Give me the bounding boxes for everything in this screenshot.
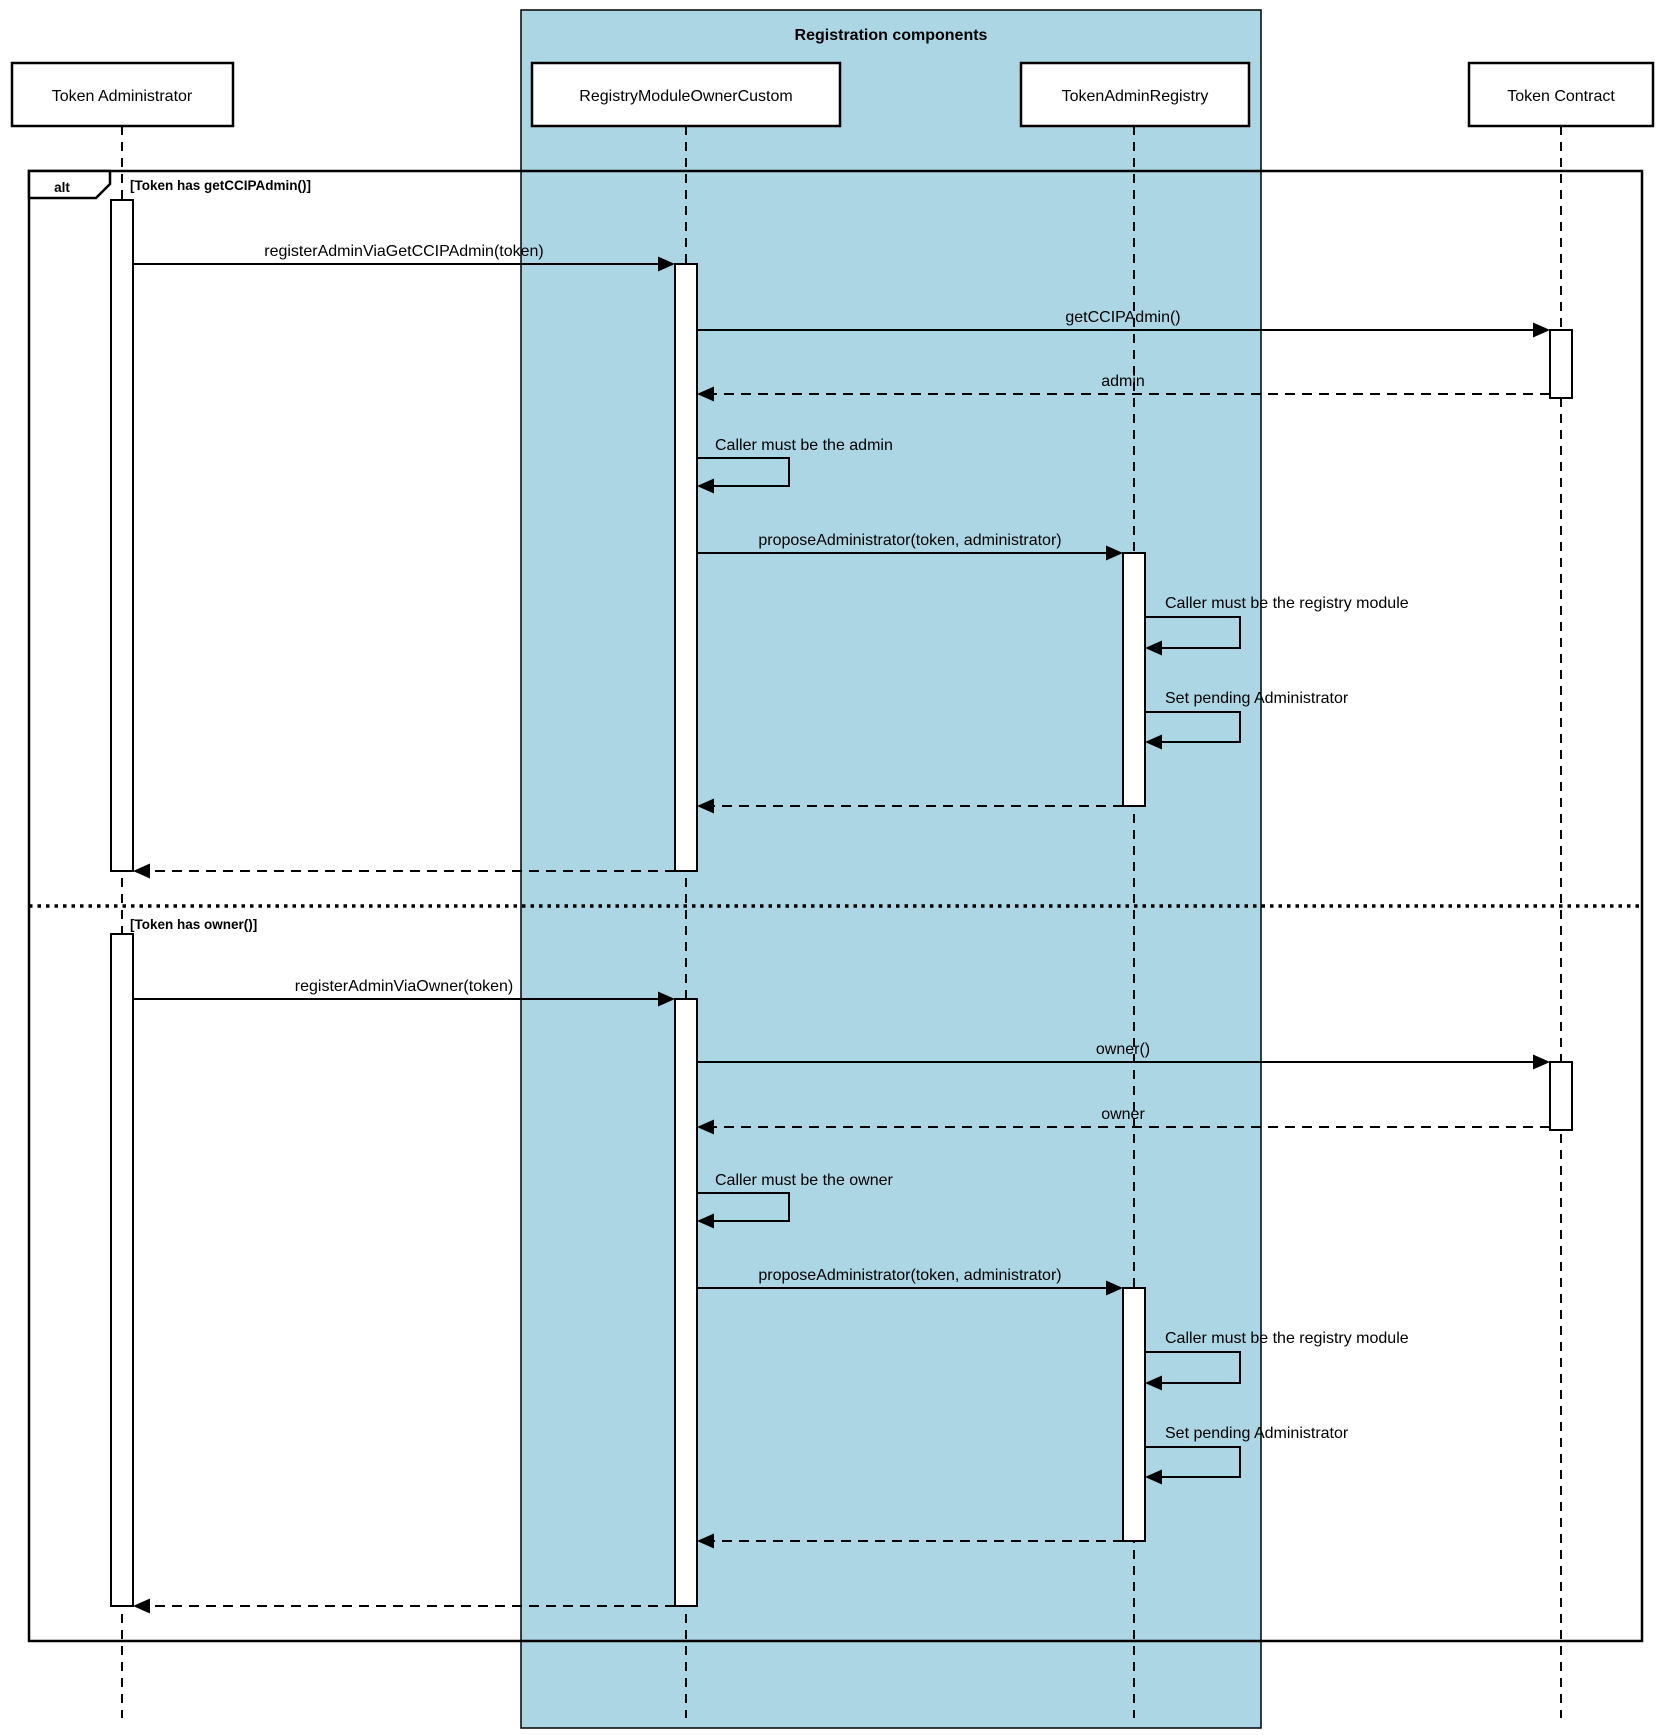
message-registerAdminViaGetCCIPAdmin: registerAdminViaGetCCIPAdmin(token): [133, 243, 675, 272]
guard-label-1: [Token has getCCIPAdmin()]: [130, 178, 311, 193]
activation-token-contract-1: [1549, 329, 1573, 399]
self-message-label: Caller must be the registry module: [1165, 595, 1409, 612]
participant-box: [10, 61, 235, 128]
self-message-label: Set pending Administrator: [1165, 690, 1349, 707]
self-message-caller-must-be-registry-module-1: Caller must be the registry module: [1145, 595, 1409, 656]
arrowhead: [1145, 734, 1162, 750]
participant-box: [530, 61, 842, 128]
arrowhead: [697, 1213, 714, 1229]
self-message-loop: [1145, 1351, 1241, 1384]
participant-label: Token Administrator: [52, 88, 193, 105]
arrowhead: [697, 1533, 714, 1549]
message-proposeAdministrator-2: proposeAdministrator(token, administrato…: [697, 1267, 1123, 1296]
participant-token-admin-registry: TokenAdminRegistry: [1019, 61, 1251, 128]
activation-registry-module-1: [674, 263, 698, 872]
arrowhead: [133, 863, 150, 879]
activation-token-administrator-2: [110, 933, 134, 1607]
self-message-caller-must-be-registry-module-2: Caller must be the registry module: [1145, 1330, 1409, 1391]
message-owner: owner(): [697, 1041, 1550, 1070]
registration-components-container: [520, 9, 1262, 1729]
arrowhead: [658, 256, 675, 272]
return-label: admin: [1101, 373, 1145, 390]
self-message-loop: [1145, 616, 1241, 649]
arrowhead: [1145, 640, 1162, 656]
message-label: registerAdminViaOwner(token): [295, 978, 513, 995]
arrowhead: [1106, 1280, 1123, 1296]
arrowhead: [658, 991, 675, 1007]
self-message-loop: [1145, 1446, 1241, 1478]
participant-token-contract: Token Contract: [1467, 61, 1655, 128]
activation-registry-module-2: [674, 998, 698, 1607]
participant-label: Token Contract: [1507, 88, 1615, 105]
participant-box: [1467, 61, 1655, 128]
alt-operator-pentagon: [27, 169, 112, 200]
return-admin: admin: [697, 373, 1550, 402]
activation-token-administrator-1: [110, 199, 134, 872]
participant-registry-module-owner-custom: RegistryModuleOwnerCustom: [530, 61, 842, 128]
container-title: Registration components: [795, 27, 988, 44]
arrowhead: [1145, 1469, 1162, 1485]
self-message-label: Caller must be the registry module: [1165, 1330, 1409, 1347]
return-tar-to-rmoc-1: [697, 798, 1123, 814]
message-registerAdminViaOwner: registerAdminViaOwner(token): [133, 978, 675, 1007]
arrowhead: [697, 386, 714, 402]
arrowhead: [1533, 1054, 1550, 1070]
message-label: getCCIPAdmin(): [1065, 309, 1180, 326]
self-message-label: Set pending Administrator: [1165, 1425, 1349, 1442]
participant-label: TokenAdminRegistry: [1062, 88, 1209, 105]
participant-token-administrator: Token Administrator: [10, 61, 235, 128]
arrowhead: [697, 798, 714, 814]
self-message-caller-must-be-admin: Caller must be the admin: [697, 437, 893, 494]
self-message-loop: [697, 457, 790, 487]
return-tar-to-rmoc-2: [697, 1533, 1123, 1549]
arrowhead: [1145, 1375, 1162, 1391]
participant-label: RegistryModuleOwnerCustom: [579, 88, 792, 105]
self-message-set-pending-administrator-1: Set pending Administrator: [1145, 690, 1349, 750]
self-message-label: Caller must be the owner: [715, 1172, 894, 1189]
participant-box: [1019, 61, 1251, 128]
activation-token-admin-registry-2: [1122, 1287, 1146, 1542]
return-rmoc-to-ta-2: [133, 1598, 675, 1614]
return-label: owner: [1101, 1106, 1145, 1123]
arrowhead: [133, 1598, 150, 1614]
self-message-label: Caller must be the admin: [715, 437, 893, 454]
return-owner: owner: [697, 1106, 1550, 1135]
activation-token-admin-registry-1: [1122, 552, 1146, 807]
return-rmoc-to-ta-1: [133, 863, 675, 879]
guard-label-2: [Token has owner()]: [130, 917, 257, 932]
self-message-loop: [697, 1192, 790, 1222]
message-label: registerAdminViaGetCCIPAdmin(token): [264, 243, 544, 260]
arrowhead: [1533, 322, 1550, 338]
self-message-set-pending-administrator-2: Set pending Administrator: [1145, 1425, 1349, 1485]
message-label: owner(): [1096, 1041, 1150, 1058]
alt-operator-label: alt: [54, 180, 70, 195]
message-proposeAdministrator-1: proposeAdministrator(token, administrato…: [697, 532, 1123, 561]
self-message-caller-must-be-owner: Caller must be the owner: [697, 1172, 894, 1229]
arrowhead: [697, 478, 714, 494]
arrowhead: [697, 1119, 714, 1135]
activation-token-contract-2: [1549, 1061, 1573, 1131]
message-getCCIPAdmin: getCCIPAdmin(): [697, 309, 1550, 338]
message-label: proposeAdministrator(token, administrato…: [758, 532, 1061, 549]
self-message-loop: [1145, 711, 1241, 743]
message-label: proposeAdministrator(token, administrato…: [758, 1267, 1061, 1284]
arrowhead: [1106, 545, 1123, 561]
